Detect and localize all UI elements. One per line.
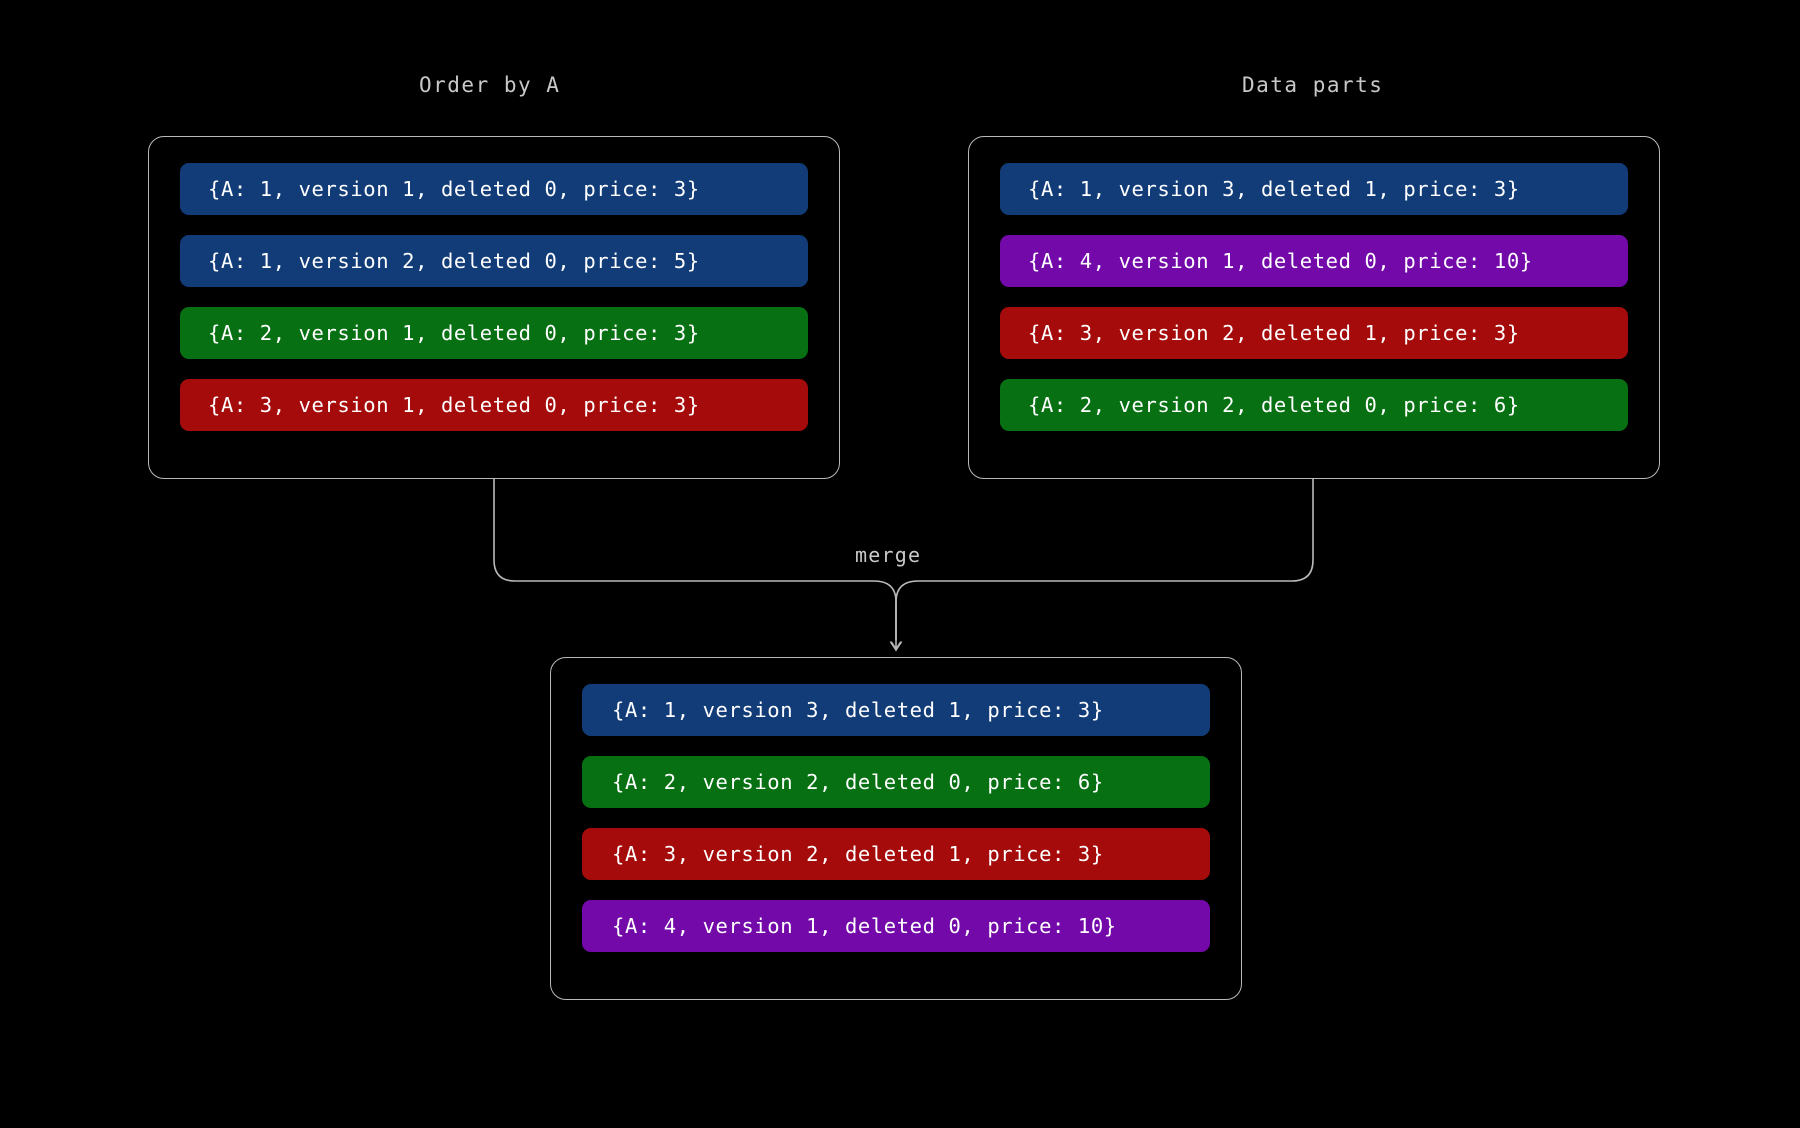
panel-data-parts: {A: 1, version 3, deleted 1, price: 3} {… <box>968 136 1660 479</box>
record-row: {A: 1, version 3, deleted 1, price: 3} <box>1000 163 1628 215</box>
record-row: {A: 3, version 2, deleted 1, price: 3} <box>1000 307 1628 359</box>
record-list-data-parts: {A: 1, version 3, deleted 1, price: 3} {… <box>969 163 1659 431</box>
record-list-merged: {A: 1, version 3, deleted 1, price: 3} {… <box>551 684 1241 952</box>
record-row: {A: 2, version 2, deleted 0, price: 6} <box>1000 379 1628 431</box>
record-row: {A: 4, version 1, deleted 0, price: 10} <box>1000 235 1628 287</box>
record-row: {A: 2, version 1, deleted 0, price: 3} <box>180 307 808 359</box>
panel-order-by-a: {A: 1, version 1, deleted 0, price: 3} {… <box>148 136 840 479</box>
record-row: {A: 1, version 3, deleted 1, price: 3} <box>582 684 1210 736</box>
panel-title-order-by-a: Order by A <box>419 73 561 97</box>
record-row: {A: 1, version 2, deleted 0, price: 5} <box>180 235 808 287</box>
panel-merged-result: {A: 1, version 3, deleted 1, price: 3} {… <box>550 657 1242 1000</box>
merge-label: merge <box>855 543 922 567</box>
record-row: {A: 3, version 1, deleted 0, price: 3} <box>180 379 808 431</box>
record-row: {A: 3, version 2, deleted 1, price: 3} <box>582 828 1210 880</box>
record-row: {A: 4, version 1, deleted 0, price: 10} <box>582 900 1210 952</box>
record-list-order-by-a: {A: 1, version 1, deleted 0, price: 3} {… <box>149 163 839 431</box>
panel-title-data-parts: Data parts <box>1242 73 1384 97</box>
record-row: {A: 2, version 2, deleted 0, price: 6} <box>582 756 1210 808</box>
record-row: {A: 1, version 1, deleted 0, price: 3} <box>180 163 808 215</box>
